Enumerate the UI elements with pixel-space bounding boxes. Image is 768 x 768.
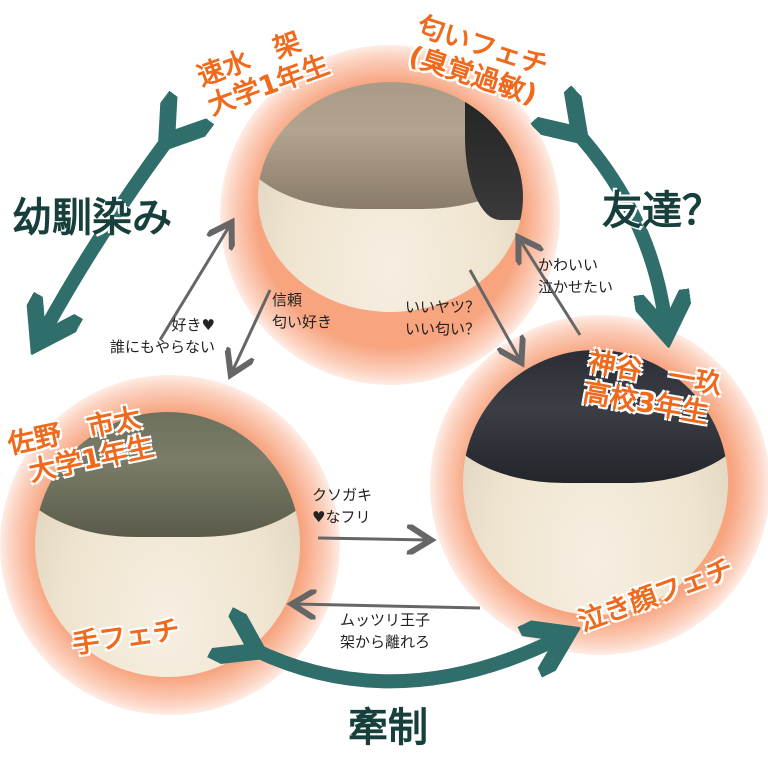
arrow-hayami-to-sano xyxy=(232,289,272,372)
text: 信頼 xyxy=(272,291,303,309)
arrow-sano-to-hayami xyxy=(158,225,230,341)
text: いいヤツ？ xyxy=(405,298,481,316)
sano-portrait xyxy=(35,412,300,677)
kamiya-portrait xyxy=(463,350,728,615)
label-kamiya-to-sano: ムッツリ王子 架から離れろ xyxy=(340,610,430,654)
hayami-portrait xyxy=(258,82,523,312)
friends-arrow xyxy=(570,125,665,320)
label-hayami-to-sano: 信頼 匂い好き xyxy=(272,290,332,334)
text: 誰にもやらない xyxy=(109,337,215,356)
rivalry-arrow xyxy=(245,640,555,689)
childhood-friends-arrow xyxy=(45,130,175,330)
arrow-kamiya-to-hayami xyxy=(520,240,582,336)
text: 架から離れろ xyxy=(340,632,431,651)
text: かわいい xyxy=(538,256,599,274)
text: 匂い好き xyxy=(272,312,333,331)
text: クソガキ xyxy=(312,486,373,504)
friends-label: 友達？ xyxy=(602,188,722,234)
label-kamiya-to-hayami: かわいい 泣かせたい xyxy=(538,255,613,299)
rivalry-label: 牽制 xyxy=(348,705,428,751)
childhood-friends-label: 幼馴染み xyxy=(12,195,172,241)
text: ♥なフリ xyxy=(312,507,371,526)
text: いい匂い？ xyxy=(405,319,481,338)
arrow-hayami-to-kamiya xyxy=(468,269,520,360)
label-sano-to-hayami: 好き♥ 誰にもやらない xyxy=(70,315,215,359)
arrow-kamiya-to-sano xyxy=(295,604,481,608)
text: ムッツリ王子 xyxy=(340,611,431,629)
arrow-sano-to-kamiya xyxy=(317,538,428,540)
label-sano-to-kamiya: クソガキ ♥なフリ xyxy=(312,485,372,529)
text: 泣かせたい xyxy=(538,277,614,296)
label-hayami-to-kamiya: いいヤツ？ いい匂い？ xyxy=(405,297,480,341)
text: 好き♥ xyxy=(171,316,215,334)
